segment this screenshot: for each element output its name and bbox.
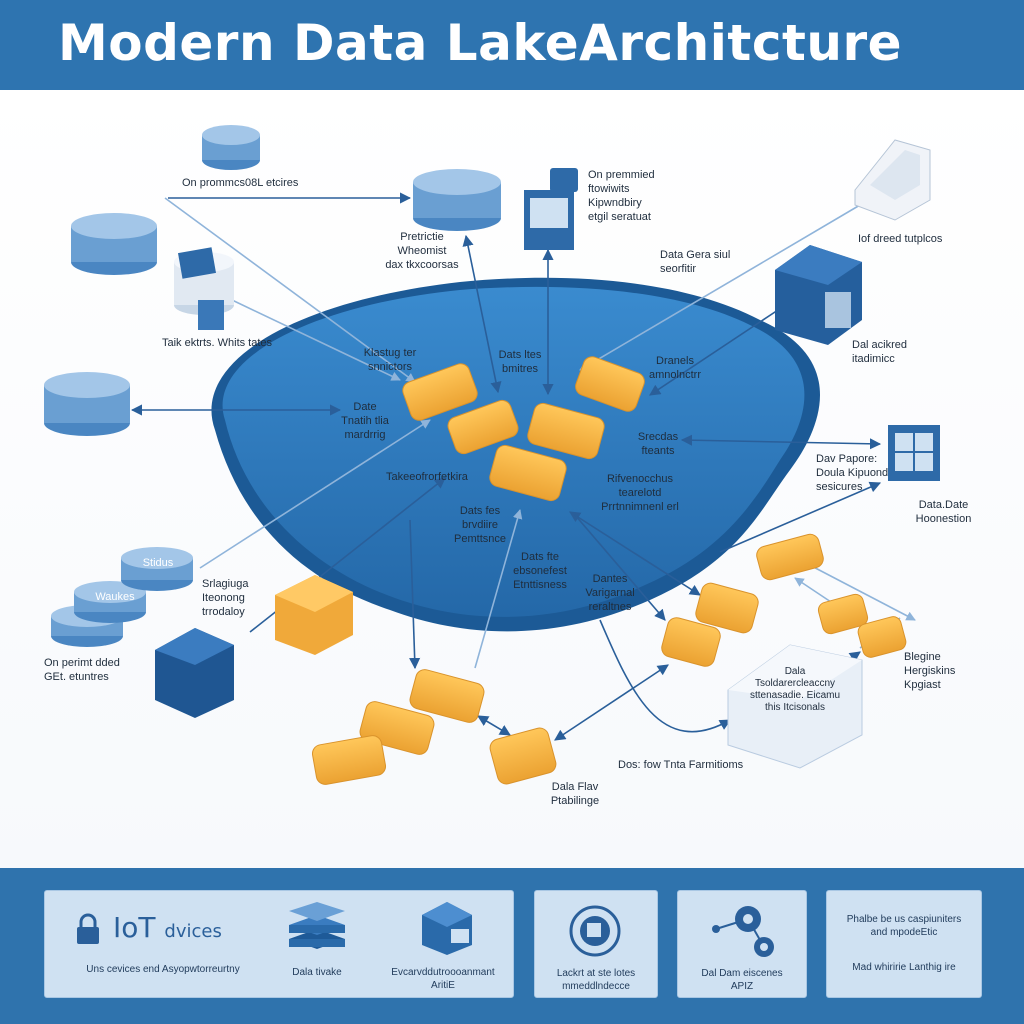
label-on-premmied: On premmied ftowiwits Kipwndbiry etgil s… [588,169,655,223]
label-data-hoonestion: Data.Date Hoonestion [915,499,972,525]
stack-icon [287,901,347,957]
label-data-flav: Dala Flav Ptabilinge [550,781,600,807]
cube-icon [775,245,862,345]
label-klastug: Klastug ter snnictors [363,347,417,373]
header-bar: Modern Data LakeArchitcture [0,0,1024,90]
footer-panel-api: Dal Dam eiscenes APIZ [677,890,807,998]
phone-device-icon [524,168,578,250]
label-dav-papore: Dav Papore: Doula Kipuond sesicures [816,453,889,493]
network-icon [708,901,778,961]
lock-icon [75,913,101,945]
compute-caption: Evcarvddutroooanmant AritiE [391,967,495,991]
label-data-gera: Data Gera siul seorfitir [660,249,731,275]
label-dos-flow: Dos: fow Tnta Farmitioms [618,759,744,771]
label-dats-fes: Dats fes brvdiire Pemttsnce [454,505,506,545]
page-title: Modern Data LakeArchitcture [58,14,903,72]
analytics-caption: Phalbe be us caspiuniters and mpodeEtic [846,914,962,938]
label-iof-dreed: Iof dreed tutplcos [858,233,943,245]
database-icon [202,125,260,170]
iot-caption: Uns cevices end Asyopwtorreurtny [86,964,240,975]
label-dal-acikred: Dal acikred itadimicc [852,339,908,365]
server-cylinder-icon [174,247,234,330]
label-dranels: Dranels amnolnctrr [649,355,701,381]
label-srlagiuga: Srlagiuga Iteonong trrodaloy [202,578,249,618]
diagram-canvas: Stidus Waukes On prommcs08L etcires Pret… [0,90,1024,868]
data-box [727,644,863,769]
label-dats-bmtes: Dats ltes bmitres [498,349,542,375]
label-dats-ebsonefest: Dats fte ebsonefest Etnttisness [513,551,567,591]
monitor-icon [854,139,931,221]
label-dantes-varigarnal: Dantes Varigarnal reraltnes [585,573,635,613]
database-icon [413,169,501,231]
processing-nodes [311,356,907,785]
stack-tag: Stidus [142,557,174,569]
ml-caption: Mad whiririe Lanthig ire [852,962,956,973]
label-date-tnatih: Date Tnatih tlia mardrrig [341,401,389,441]
server-box-icon [417,897,477,957]
footer-panel-analytics: Phalbe be us caspiuniters and mpodeEtic … [826,890,982,998]
api-caption: Dal Dam eiscenes APIZ [701,968,783,992]
footer-panel-catalog: Lackrt at ste lotes mmeddlndecce [534,890,658,998]
label-blegine: Blegine Hergiskins Kpgiast [904,651,956,691]
iot-title: IoT dvices [113,911,222,944]
label-lake-ektrts: Taik ektrts. Whits tates [162,337,273,349]
catalog-caption: Lackrt at ste lotes mmeddlndecce [556,968,636,992]
database-icon [44,372,130,436]
database-icon [71,213,157,275]
catalog-icon [567,903,623,959]
footer-bar: IoT dvices Uns cevices end Asyopwtorreur… [0,868,1024,1024]
label-takee: Takeeofrorfetkira [386,471,468,483]
label-data-box: Dala Tsoldarercleaccny sttenasadie. Eica… [749,666,841,713]
label-on-prem-top: On prommcs08L etcires [182,177,299,189]
label-rifvenocchus: Rifvenocchus tearelotd Prrtnnimnenl erl [601,473,679,513]
dashboard-icon [888,425,940,481]
yellow-cube-icon [275,575,353,655]
footer-panel-iot: IoT dvices Uns cevices end Asyopwtorreur… [44,890,514,998]
label-pretrictie: Pretrictie Wheomist dax tkxcoorsas [385,231,459,271]
label-srecdas: Srecdas fteants [637,431,679,457]
label-on-pertmt: On perimt dded GEt. etuntres [44,657,120,683]
blue-cube-icon [155,628,234,718]
diagram-graphics [44,125,940,785]
lake-caption: Dala tivake [292,967,342,978]
database-stack-icon [51,547,193,647]
stack-tag: Waukes [95,591,135,603]
